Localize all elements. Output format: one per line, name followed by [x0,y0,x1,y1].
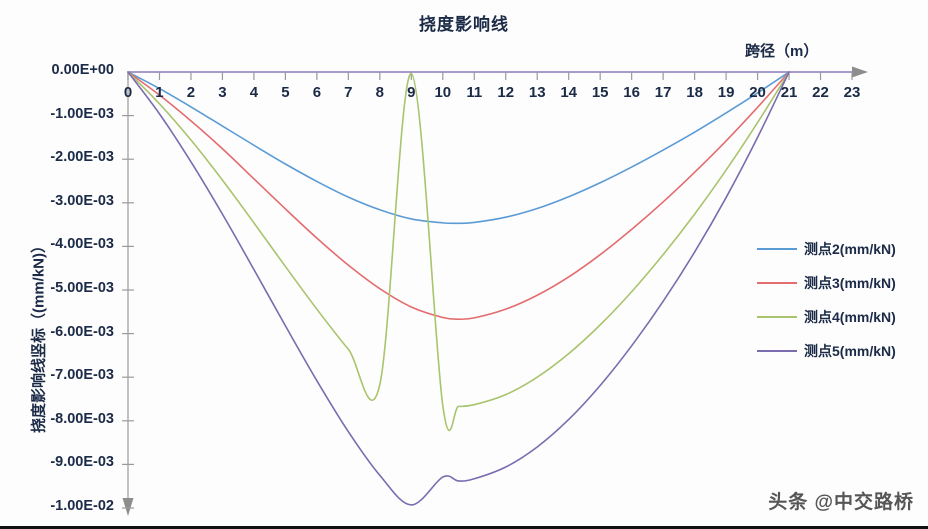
x-axis-tick-label: 8 [375,84,384,101]
y-axis-tick-label: -2.00E-03 [50,149,114,166]
x-axis-tick-label: 3 [218,84,227,101]
x-axis-tick-label: 10 [434,84,452,101]
x-axis-tick-label: 21 [780,84,798,101]
x-axis-tick-label: 23 [843,84,861,101]
x-axis-tick-label: 16 [623,84,640,101]
x-axis-tick-label: 13 [528,84,546,101]
legend-item[interactable]: 测点5(mm/kN) [757,334,928,368]
x-axis-arrow-icon [852,66,868,78]
x-axis-tick-label: 6 [312,84,322,101]
y-axis-tick-label: -6.00E-03 [50,323,114,340]
series-line [127,71,790,506]
y-axis-arrow-icon [122,498,134,516]
y-axis-tick-label: -8.00E-03 [50,410,114,427]
y-axis-tick-label: -7.00E-03 [50,367,114,384]
x-axis-tick-label: 15 [591,84,609,101]
x-axis-tick-label: 1 [155,84,164,101]
x-axis-tick-label: 2 [186,84,196,101]
x-axis-ticks [127,72,853,80]
x-axis-tick-label: 11 [466,84,483,101]
x-axis-tick-label: 18 [686,84,703,101]
legend-item-label: 测点4(mm/kN) [804,309,896,325]
legend-item[interactable]: 测点2(mm/kN) [757,232,928,266]
watermark: 头条 @中交路桥 [768,492,914,513]
x-axis-tick-label: 9 [407,84,416,101]
x-axis-tick-label: 19 [717,84,735,101]
legend-item-label: 测点3(mm/kN) [804,275,896,291]
legend-item-label: 测点2(mm/kN) [804,241,896,257]
legend-item[interactable]: 测点3(mm/kN) [757,266,928,300]
y-axis-tick-label: -3.00E-03 [50,192,114,209]
y-axis-tick-label: -1.00E-03 [50,105,114,122]
chart-title: 挠度影响线 [419,15,509,34]
x-axis-tick-label: 20 [749,84,766,101]
x-axis-tick-label: 5 [281,84,290,101]
legend-item-label: 测点5(mm/kN) [804,343,896,359]
series-line [127,71,790,321]
y-axis-tick-label: 0.00E+00 [51,62,115,78]
data-series [127,71,790,506]
legend-color-swatch [757,248,797,250]
y-axis-tick-label: -9.00E-03 [50,454,114,471]
x-axis-tick-label: 0 [123,84,133,101]
x-axis-tick-label: 17 [654,84,672,101]
x-axis-tick-label: 12 [497,84,515,101]
legend-color-swatch [757,316,797,318]
legend-color-swatch [757,350,797,352]
chart-legend: 测点2(mm/kN) 测点3(mm/kN) 测点4(mm/kN) 测点5(mm/kN) [757,232,928,368]
y-axis-tick-label: -4.00E-03 [50,236,114,253]
legend-item[interactable]: 测点4(mm/kN) [757,300,928,334]
axes [122,66,868,516]
x-axis-title: 跨径（m） [745,43,819,60]
y-axis-tick-label: -1.00E-02 [50,498,114,514]
x-axis-tick-label: 7 [344,84,353,101]
series-line [127,71,790,432]
y-axis-tick-label: -5.00E-03 [50,280,114,296]
legend-color-swatch [757,282,797,284]
x-axis-tick-label: 14 [560,84,578,101]
series-line [127,71,790,225]
x-axis-tick-label: 4 [249,84,259,101]
y-axis-ticks [122,114,134,509]
x-axis-tick-label: 22 [812,84,829,101]
